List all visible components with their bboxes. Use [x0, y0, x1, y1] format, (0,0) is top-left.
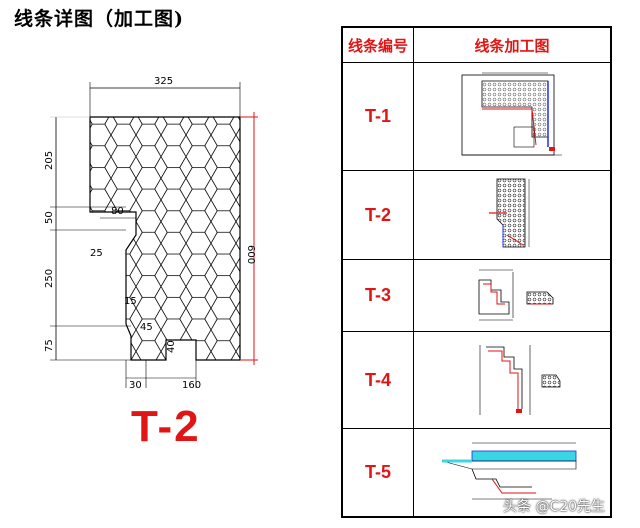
- table-row: T-5: [341, 428, 612, 517]
- table-row: T-4: [341, 331, 612, 429]
- row-code: T-5: [341, 428, 414, 517]
- dim-205: 205: [44, 151, 55, 170]
- dim-15: 15: [124, 296, 137, 307]
- profile-outline: [89, 116, 241, 361]
- dim-75: 75: [44, 339, 55, 352]
- row-drawing: [413, 170, 612, 260]
- profile-table: 线条编号 线条加工图 T-1: [341, 26, 612, 518]
- t2-mini-drawing: [489, 178, 530, 248]
- row-drawing: [413, 428, 612, 517]
- dim-45: 45: [140, 322, 153, 333]
- row-drawing: [413, 331, 612, 429]
- t2-detail-drawing: 325 205 50 250 75 80 25 15 45 40 30 160 …: [44, 76, 258, 391]
- dim-notch-80: 80: [111, 206, 124, 217]
- row-drawing: [413, 259, 612, 332]
- t3-drawing: [478, 269, 554, 320]
- dim-50: 50: [44, 211, 55, 224]
- row-code: T-2: [341, 170, 414, 260]
- dim-notch-25: 25: [90, 248, 103, 259]
- dim-40: 40: [166, 340, 177, 353]
- t5-drawing: [441, 442, 577, 500]
- table-row: T-2: [341, 170, 612, 260]
- dim-bottom-30: 30: [129, 380, 142, 391]
- dim-250: 250: [44, 269, 55, 288]
- t4-drawing: [479, 345, 561, 415]
- row-code: T-3: [341, 259, 414, 332]
- table-header: 线条编号 线条加工图: [341, 26, 612, 63]
- watermark: 头条 @C20先生: [503, 499, 606, 515]
- header-code: 线条编号: [341, 26, 414, 63]
- table-row: T-1: [341, 62, 612, 171]
- row-code: T-4: [341, 331, 414, 429]
- row-drawing: [413, 62, 612, 171]
- header-drawing: 线条加工图: [413, 26, 612, 63]
- t1-drawing: [461, 72, 562, 155]
- dim-bottom-160: 160: [182, 380, 201, 391]
- drawing-label: T-2: [131, 402, 201, 451]
- dim-top-width: 325: [154, 76, 173, 87]
- table-row: T-3: [341, 259, 612, 332]
- dim-total-600: 600: [245, 245, 256, 264]
- row-code: T-1: [341, 62, 414, 171]
- page-title: 线条详图（加工图): [14, 8, 184, 30]
